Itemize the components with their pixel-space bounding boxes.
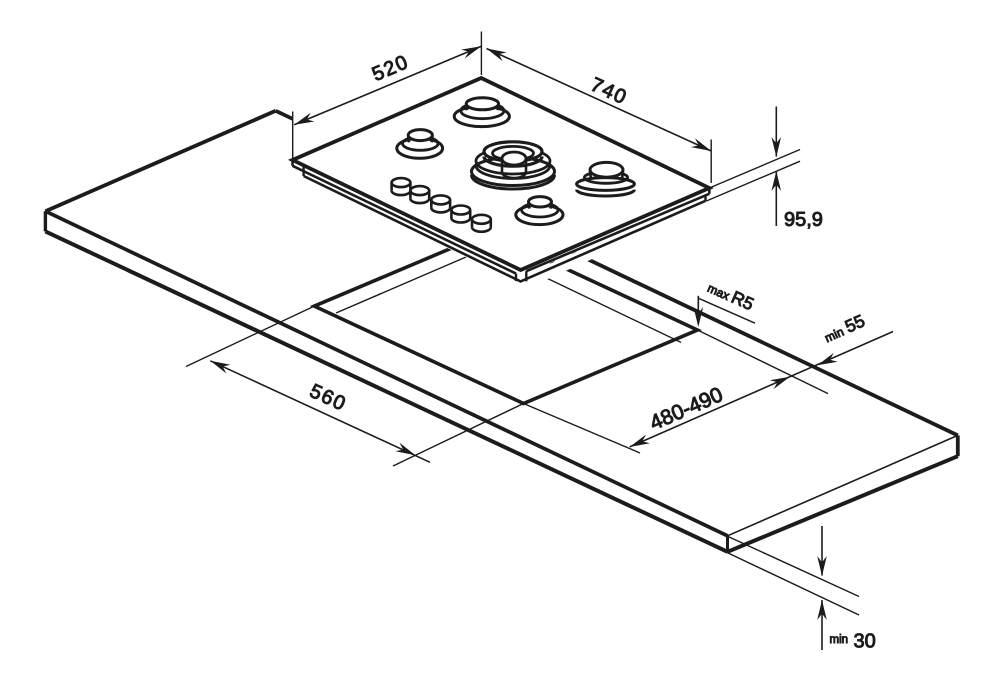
- svg-text:95,9: 95,9: [784, 209, 823, 231]
- svg-text:30: 30: [854, 631, 876, 653]
- svg-text:min: min: [830, 634, 849, 646]
